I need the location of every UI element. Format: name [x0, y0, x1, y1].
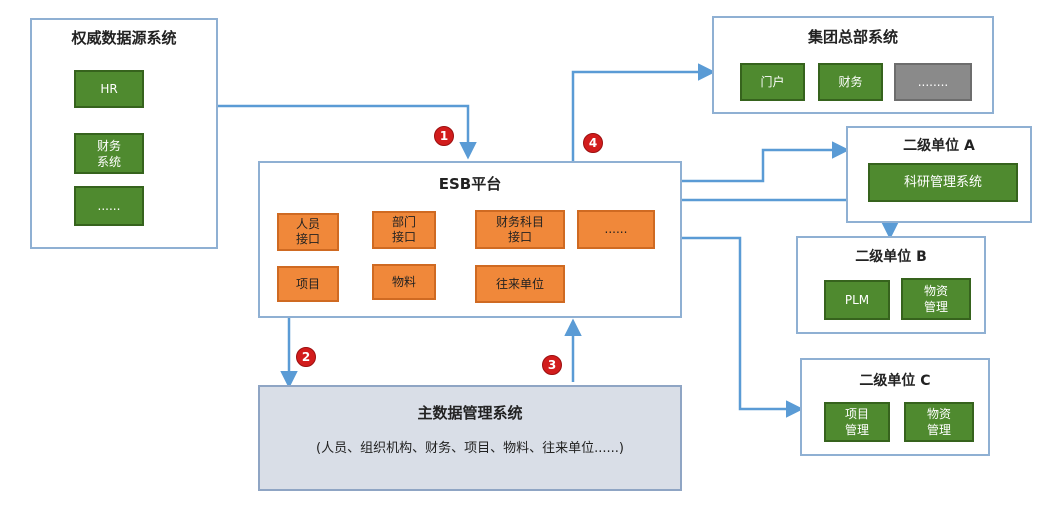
- arrow-esb-to-group: [571, 63, 716, 162]
- unit-c-material-box: 物资 管理: [904, 402, 974, 442]
- authority-more-box: ......: [74, 186, 144, 226]
- esb-more-box: ......: [577, 210, 655, 249]
- hr-system-box: HR: [74, 70, 144, 108]
- portal-box: 门户: [740, 63, 805, 101]
- plm-box: PLM: [824, 280, 890, 320]
- step-badge-2: 2: [296, 347, 316, 367]
- project-management-box: 项目 管理: [824, 402, 890, 442]
- step-badge-3: 3: [542, 355, 562, 375]
- mdm-title: 主数据管理系统: [417, 404, 523, 422]
- group-hq-panel: 集团总部系统 门户 财务 ........: [712, 16, 994, 114]
- unit-b-title: 二级单位 B: [855, 249, 927, 265]
- unit-b-material-box: 物资 管理: [901, 278, 971, 320]
- unit-c-title: 二级单位 C: [859, 373, 931, 389]
- esb-platform-panel: ESB平台 人员 接口 部门 接口 财务科目 接口 ...... 项目 物料 往…: [258, 161, 682, 318]
- group-more-box: ........: [894, 63, 972, 101]
- arrow-esb-to-unit-a: [682, 141, 850, 183]
- unit-b-panel: 二级单位 B PLM 物资 管理: [796, 236, 986, 334]
- unit-a-panel: 二级单位 A 科研管理系统: [846, 126, 1032, 223]
- arrow-esb-to-unit-c: [682, 236, 804, 418]
- step-badge-1: 1: [434, 126, 454, 146]
- mdm-subtitle: (人员、组织机构、财务、项目、物料、往来单位......): [316, 441, 624, 456]
- finance-system-box: 财务 系统: [74, 133, 144, 174]
- material-box: 物料: [372, 264, 436, 300]
- personnel-interface-box: 人员 接口: [277, 213, 339, 251]
- authority-source-title: 权威数据源系统: [71, 29, 177, 47]
- step-badge-4: 4: [583, 133, 603, 153]
- finance-account-interface-box: 财务科目 接口: [475, 210, 565, 249]
- project-box: 项目: [277, 266, 339, 302]
- unit-a-title: 二级单位 A: [903, 138, 975, 154]
- group-hq-title: 集团总部系统: [807, 28, 898, 46]
- unit-c-panel: 二级单位 C 项目 管理 物资 管理: [800, 358, 990, 456]
- department-interface-box: 部门 接口: [372, 211, 436, 249]
- group-finance-box: 财务: [818, 63, 883, 101]
- esb-platform-title: ESB平台: [438, 175, 502, 193]
- arrow-authority-to-esb: [218, 104, 477, 160]
- counterparty-box: 往来单位: [475, 265, 565, 303]
- research-management-box: 科研管理系统: [868, 163, 1018, 202]
- mdm-panel: 主数据管理系统 (人员、组织机构、财务、项目、物料、往来单位......): [258, 385, 682, 491]
- authority-source-panel: 权威数据源系统 HR 财务 系统 ......: [30, 18, 218, 249]
